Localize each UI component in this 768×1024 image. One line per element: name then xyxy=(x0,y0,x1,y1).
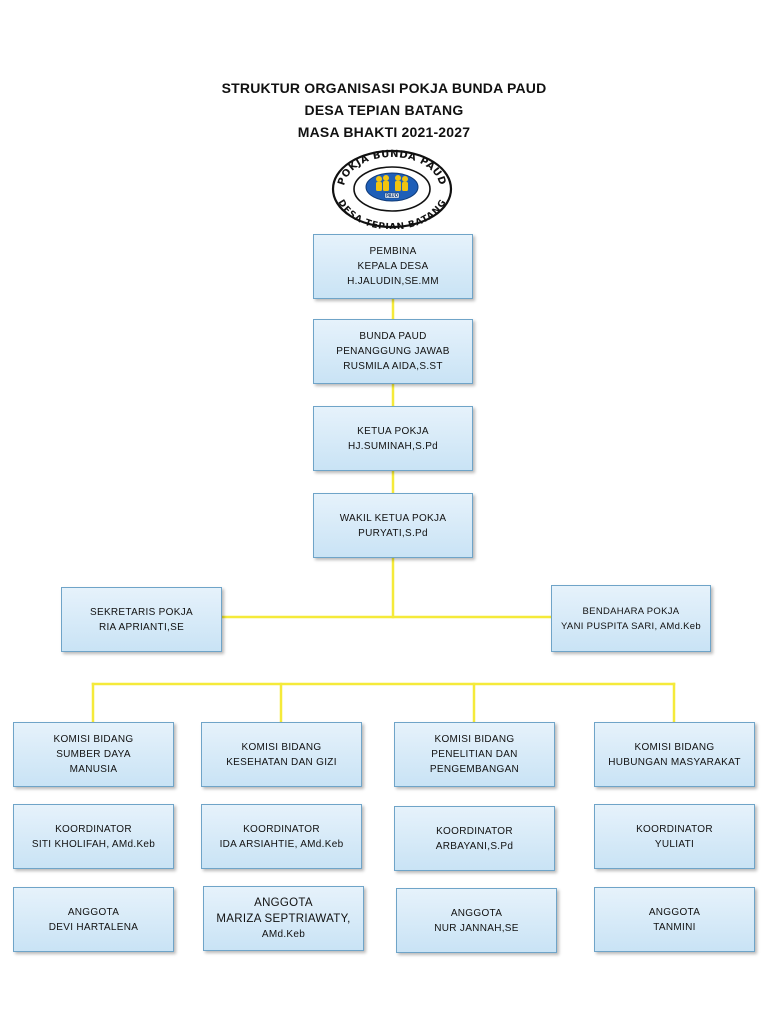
box-anggota-kesehatan: ANGGOTA MARIZA SEPTRIAWATY, AMd.Keb xyxy=(203,886,364,951)
box-komisi-field-line2: PENGEMBANGAN xyxy=(429,764,520,775)
page-subtitle-village: DESA TEPIAN BATANG xyxy=(304,102,464,118)
box-bunda-paud-name: RUSMILA AIDA,S.ST xyxy=(343,361,443,372)
box-anggota-role: ANGGOTA xyxy=(648,906,701,918)
box-koordinator-humas: KOORDINATOR YULIATI xyxy=(594,804,755,869)
box-bendahara: BENDAHARA POKJA YANI PUSPITA SARI, AMd.K… xyxy=(551,585,711,652)
box-koordinator-name: ARBAYANI,S.Pd xyxy=(435,840,514,852)
box-anggota-name: DEVI HARTALENA xyxy=(48,921,139,933)
box-pembina-role: PEMBINA xyxy=(369,246,417,257)
box-komisi-label: KOMISI BIDANG xyxy=(241,741,322,753)
box-komisi-kesehatan: KOMISI BIDANG KESEHATAN DAN GIZI xyxy=(201,722,362,787)
box-anggota-title: AMd.Keb xyxy=(261,929,306,940)
box-anggota-humas: ANGGOTA TANMINI xyxy=(594,887,755,952)
box-ketua-name: HJ.SUMINAH,S.Pd xyxy=(347,440,439,452)
box-koordinator-name: YULIATI xyxy=(654,838,695,850)
box-wakil-role: WAKIL KETUA POKJA xyxy=(339,512,447,524)
box-wakil-name: PURYATI,S.Pd xyxy=(358,527,428,539)
box-koordinator-name: SITI KHOLIFAH, AMd.Keb xyxy=(31,838,156,850)
box-anggota-name: NUR JANNAH,SE xyxy=(434,922,519,934)
box-anggota-penelitian: ANGGOTA NUR JANNAH,SE xyxy=(396,888,557,953)
box-komisi-label: KOMISI BIDANG xyxy=(53,734,134,745)
box-pembina-name: H.JALUDIN,SE.MM xyxy=(347,276,439,287)
box-anggota-role: ANGGOTA xyxy=(450,907,503,919)
box-koordinator-name: IDA ARSIAHTIE, AMd.Keb xyxy=(219,838,344,850)
box-bendahara-name: YANI PUSPITA SARI, AMd.Keb xyxy=(561,620,701,632)
box-bendahara-role: BENDAHARA POKJA xyxy=(582,605,680,617)
box-pembina-position: KEPALA DESA xyxy=(357,261,429,272)
paud-emblem-icon: PAUD xyxy=(365,172,419,202)
box-sekretaris: SEKRETARIS POKJA RIA APRIANTI,SE xyxy=(61,587,222,652)
box-ketua-role: KETUA POKJA xyxy=(357,425,429,437)
box-koordinator-role: KOORDINATOR xyxy=(243,823,320,835)
box-koordinator-kesehatan: KOORDINATOR IDA ARSIAHTIE, AMd.Keb xyxy=(201,804,362,869)
box-komisi-field-line1: HUBUNGAN MASYARAKAT xyxy=(608,756,741,768)
page-subtitle-period: MASA BHAKTI 2021-2027 xyxy=(297,124,471,140)
box-bunda-paud-position: PENANGGUNG JAWAB xyxy=(336,346,450,357)
box-anggota-sdm: ANGGOTA DEVI HARTALENA xyxy=(13,887,174,952)
box-anggota-name: MARIZA SEPTRIAWATY, xyxy=(216,913,351,925)
box-sekretaris-name: RIA APRIANTI,SE xyxy=(98,621,185,633)
box-wakil-ketua: WAKIL KETUA POKJA PURYATI,S.Pd xyxy=(313,493,473,558)
box-komisi-humas: KOMISI BIDANG HUBUNGAN MASYARAKAT xyxy=(594,722,755,787)
box-komisi-field-line1: KESEHATAN DAN GIZI xyxy=(226,756,337,768)
box-komisi-label: KOMISI BIDANG xyxy=(434,734,515,745)
box-pembina: PEMBINA KEPALA DESA H.JALUDIN,SE.MM xyxy=(313,234,473,299)
box-anggota-name: TANMINI xyxy=(653,921,696,933)
page-title: STRUKTUR ORGANISASI POKJA BUNDA PAUD xyxy=(221,80,547,96)
logo-inner-text: PAUD xyxy=(386,193,399,198)
box-koordinator-sdm: KOORDINATOR SITI KHOLIFAH, AMd.Keb xyxy=(13,804,174,869)
box-ketua-pokja: KETUA POKJA HJ.SUMINAH,S.Pd xyxy=(313,406,473,471)
box-koordinator-penelitian: KOORDINATOR ARBAYANI,S.Pd xyxy=(394,806,555,871)
box-komisi-label: KOMISI BIDANG xyxy=(634,741,715,753)
box-bunda-paud: BUNDA PAUD PENANGGUNG JAWAB RUSMILA AIDA… xyxy=(313,319,473,384)
box-bunda-paud-role: BUNDA PAUD xyxy=(359,331,427,342)
box-koordinator-role: KOORDINATOR xyxy=(636,823,713,835)
box-koordinator-role: KOORDINATOR xyxy=(436,825,513,837)
box-sekretaris-role: SEKRETARIS POKJA xyxy=(90,606,193,618)
box-komisi-penelitian: KOMISI BIDANG PENELITIAN DAN PENGEMBANGA… xyxy=(394,722,555,787)
box-komisi-field-line1: PENELITIAN DAN xyxy=(431,749,518,760)
box-koordinator-role: KOORDINATOR xyxy=(55,823,132,835)
box-anggota-role: ANGGOTA xyxy=(67,906,120,918)
pokja-bunda-paud-logo: POKJA BUNDA PAUD DESA TEPIAN BATANG PAUD xyxy=(331,149,453,229)
box-komisi-field-line1: SUMBER DAYA xyxy=(56,749,131,760)
box-komisi-field-line2: MANUSIA xyxy=(69,764,118,775)
box-komisi-sdm: KOMISI BIDANG SUMBER DAYA MANUSIA xyxy=(13,722,174,787)
box-anggota-role: ANGGOTA xyxy=(254,897,313,909)
